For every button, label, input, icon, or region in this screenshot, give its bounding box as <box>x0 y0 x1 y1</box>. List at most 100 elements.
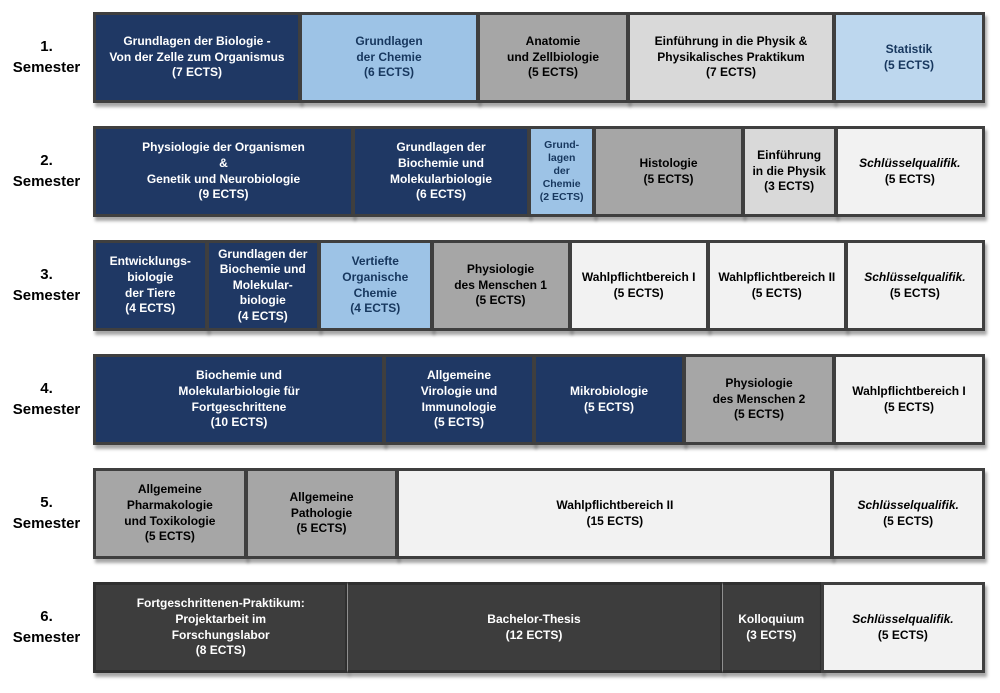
semester-label-6: 6. Semester <box>12 608 81 646</box>
module-ects: (12 ECTS) <box>505 627 563 642</box>
module-virologie-immunologie: Allgemeine Virologie und Immunologie (5 … <box>383 354 535 445</box>
module-ects: (4 ECTS) <box>237 308 288 323</box>
module-title: Mikrobiologie <box>570 383 648 398</box>
module-grundlagen-chemie: Grundlagen der Chemie (6 ECTS) <box>299 12 479 103</box>
module-physiologie-menschen-2: Physiologie des Menschen 2 (5 ECTS) <box>683 354 835 445</box>
module-title: Grundlagen der Biochemie und Molekular- … <box>218 246 308 308</box>
module-title: Grundlagen der Biologie - Von der Zelle … <box>109 34 285 64</box>
module-ects: (9 ECTS) <box>198 187 249 202</box>
module-title: Anatomie und Zellbiologie <box>507 34 599 64</box>
module-ects: (4 ECTS) <box>125 301 176 316</box>
module-ects: (4 ECTS) <box>350 301 401 316</box>
module-schluesselqualifikation: Schlüsselqualifik. (5 ECTS) <box>834 126 985 217</box>
curriculum-plan: 1. Semester Grundlagen der Biologie - Vo… <box>0 12 986 673</box>
module-anatomie-zellbiologie: Anatomie und Zellbiologie (5 ECTS) <box>477 12 629 103</box>
module-grundlagen-biologie: Grundlagen der Biologie - Von der Zelle … <box>93 12 301 103</box>
semester-label-2: 2. Semester <box>12 152 81 190</box>
module-histologie: Histologie (5 ECTS) <box>593 126 744 217</box>
module-title: Wahlpflichtbereich II <box>718 269 836 284</box>
module-entwicklungsbiologie-tiere: Entwicklungs- biologie der Tiere (4 ECTS… <box>93 240 208 331</box>
module-title: Einführung in die Physik & Physikalische… <box>654 34 808 64</box>
module-biochemie-fortgeschrittene: Biochemie und Molekularbiologie für Fort… <box>93 354 385 445</box>
module-title: Wahlpflichtbereich I <box>852 383 966 398</box>
semester-label-3: 3. Semester <box>12 266 81 304</box>
module-ects: (5 ECTS) <box>883 513 934 528</box>
module-ects: (5 ECTS) <box>884 171 935 186</box>
module-ects: (2 ECTS) <box>539 191 584 204</box>
module-einfuehrung-physik-praktikum: Einführung in die Physik & Physikalische… <box>627 12 835 103</box>
module-title: Grundlagen der Biochemie und Molekularbi… <box>389 140 492 186</box>
module-title: Physiologie der Organismen & Genetik und… <box>142 140 305 186</box>
module-title: Vertiefte Organische Chemie <box>342 254 409 300</box>
module-ects: (15 ECTS) <box>586 513 644 528</box>
module-ects: (3 ECTS) <box>746 627 797 642</box>
module-ects: (5 ECTS) <box>889 285 940 300</box>
semester-label-4: 4. Semester <box>12 380 81 418</box>
module-ects: (5 ECTS) <box>475 293 526 308</box>
module-kolloquium: Kolloquium (3 ECTS) <box>721 582 823 673</box>
module-title: Physiologie des Menschen 1 <box>454 262 547 292</box>
module-wahlpflichtbereich-1: Wahlpflichtbereich I (5 ECTS) <box>833 354 985 445</box>
module-mikrobiologie: Mikrobiologie (5 ECTS) <box>533 354 685 445</box>
semester-5-modules: Allgemeine Pharmakologie und Toxikologie… <box>93 468 986 559</box>
module-pathologie: Allgemeine Pathologie (5 ECTS) <box>244 468 399 559</box>
semester-1-modules: Grundlagen der Biologie - Von der Zelle … <box>93 12 985 103</box>
semester-row-2: 2. Semester Physiologie der Organismen &… <box>0 126 985 217</box>
module-title: Grund- lagen der Chemie <box>542 138 581 191</box>
module-einfuehrung-physik: Einführung in die Physik (3 ECTS) <box>741 126 837 217</box>
module-title: Entwicklungs- biologie der Tiere <box>109 254 191 300</box>
module-physiologie-genetik-neurobiologie: Physiologie der Organismen & Genetik und… <box>93 126 354 217</box>
module-schluesselqualifikation: Schlüsselqualifik. (5 ECTS) <box>820 582 985 673</box>
semester-row-6: 6. Semester Fortgeschrittenen-Praktikum:… <box>0 582 985 673</box>
semester-label-1: 1. Semester <box>12 38 81 76</box>
module-title: Einführung in die Physik <box>752 148 826 178</box>
module-schluesselqualifikation: Schlüsselqualifik. (5 ECTS) <box>831 468 986 559</box>
module-ects: (5 ECTS) <box>883 399 934 414</box>
module-ects: (5 ECTS) <box>643 171 694 186</box>
module-ects: (6 ECTS) <box>415 187 466 202</box>
module-ects: (6 ECTS) <box>363 65 414 80</box>
module-physiologie-menschen-1: Physiologie des Menschen 1 (5 ECTS) <box>430 240 571 331</box>
module-title: Kolloquium <box>738 611 805 626</box>
semester-row-1: 1. Semester Grundlagen der Biologie - Vo… <box>0 12 985 103</box>
module-title: Physiologie des Menschen 2 <box>712 376 806 406</box>
module-ects: (8 ECTS) <box>195 643 246 658</box>
module-grundlagen-biochemie-molekularbiologie: Grundlagen der Biochemie und Molekularbi… <box>352 126 530 217</box>
module-title: Bachelor-Thesis <box>487 611 581 626</box>
semester-2-modules: Physiologie der Organismen & Genetik und… <box>93 126 985 217</box>
module-grundlagen-chemie-teil2: Grund- lagen der Chemie (2 ECTS) <box>528 126 596 217</box>
semester-row-3: 3. Semester Entwicklungs- biologie der T… <box>0 240 985 331</box>
module-wahlpflichtbereich-1: Wahlpflichtbereich I (5 ECTS) <box>568 240 709 331</box>
module-title: Schlüsselqualifik. <box>857 497 959 512</box>
semester-label-5: 5. Semester <box>12 494 81 532</box>
module-title: Fortgeschrittenen-Praktikum: Projektarbe… <box>136 596 305 642</box>
module-title: Schlüsselqualifik. <box>859 155 961 170</box>
module-grundlagen-biochemie-molekularbiologie-2: Grundlagen der Biochemie und Molekular- … <box>205 240 320 331</box>
module-ects: (5 ECTS) <box>433 415 484 430</box>
module-ects: (3 ECTS) <box>764 179 815 194</box>
module-fortgeschrittenen-praktikum: Fortgeschrittenen-Praktikum: Projektarbe… <box>93 582 349 673</box>
module-title: Allgemeine Pathologie <box>289 490 354 520</box>
module-bachelor-thesis: Bachelor-Thesis (12 ECTS) <box>347 582 723 673</box>
module-title: Wahlpflichtbereich II <box>556 497 674 512</box>
module-ects: (5 ECTS) <box>733 407 784 422</box>
module-title: Schlüsselqualifik. <box>852 611 954 626</box>
module-ects: (5 ECTS) <box>583 399 634 414</box>
module-statistik: Statistik (5 ECTS) <box>833 12 985 103</box>
module-title: Allgemeine Pharmakologie und Toxikologie <box>124 482 216 528</box>
module-ects: (5 ECTS) <box>527 65 578 80</box>
module-wahlpflichtbereich-2: Wahlpflichtbereich II (15 ECTS) <box>396 468 834 559</box>
module-schluesselqualifikation: Schlüsselqualifik. (5 ECTS) <box>844 240 985 331</box>
semester-3-modules: Entwicklungs- biologie der Tiere (4 ECTS… <box>93 240 985 331</box>
semester-row-4: 4. Semester Biochemie und Molekularbiolo… <box>0 354 985 445</box>
module-ects: (5 ECTS) <box>877 627 928 642</box>
module-ects: (5 ECTS) <box>883 57 934 72</box>
module-title: Biochemie und Molekularbiologie für Fort… <box>178 368 300 414</box>
module-ects: (7 ECTS) <box>171 65 222 80</box>
module-title: Schlüsselqualifik. <box>864 269 966 284</box>
module-ects: (7 ECTS) <box>705 65 756 80</box>
module-wahlpflichtbereich-2: Wahlpflichtbereich II (5 ECTS) <box>706 240 847 331</box>
semester-4-modules: Biochemie und Molekularbiologie für Fort… <box>93 354 985 445</box>
module-title: Wahlpflichtbereich I <box>581 269 696 284</box>
module-title: Allgemeine Virologie und Immunologie <box>420 368 498 414</box>
